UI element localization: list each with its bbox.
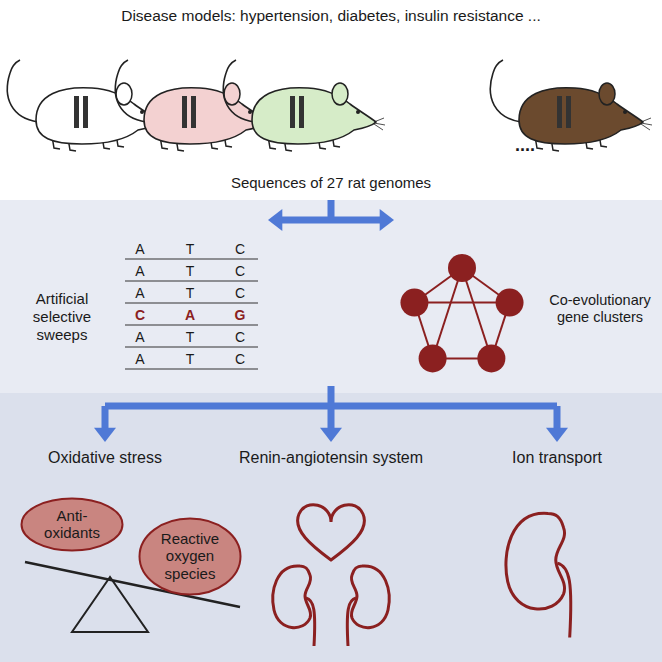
rat-eye xyxy=(356,110,360,114)
network-link xyxy=(414,302,509,304)
ellipse-node: Reactive oxygen species xyxy=(138,517,242,596)
sequence-letter: C xyxy=(230,329,250,346)
section-label: .... xyxy=(505,135,545,157)
section-label: Sequences of 27 rat genomes xyxy=(181,174,481,192)
kidney-outline xyxy=(273,566,315,646)
bottom-band xyxy=(0,393,662,662)
rat-figure xyxy=(7,60,169,151)
rat-eye xyxy=(623,110,627,114)
gene-node xyxy=(419,344,447,372)
kidney-shape xyxy=(506,513,565,609)
arrow-head xyxy=(94,428,116,442)
chromosome-bar xyxy=(74,96,79,128)
top-band xyxy=(0,0,662,200)
sequence-letter: C xyxy=(230,285,250,302)
rat-tail xyxy=(7,60,38,122)
section-label: Co-evolutionary gene clusters xyxy=(540,292,660,327)
title-text: Disease models: hypertension, diabetes, … xyxy=(10,7,652,26)
sequence-letter: T xyxy=(180,263,200,280)
rat-figure xyxy=(115,60,277,151)
rat-tail xyxy=(115,60,146,122)
section-label: Artificial selective sweeps xyxy=(6,290,118,344)
rat-body xyxy=(144,88,268,144)
sequence-letter: T xyxy=(180,241,200,258)
kidney-shape xyxy=(351,566,389,628)
sequence-line xyxy=(125,302,258,303)
sequence-letter: C xyxy=(130,307,150,324)
section-label: Oxidative stress xyxy=(15,448,195,467)
ureter xyxy=(306,598,315,646)
chromosome-bar xyxy=(191,96,196,128)
rat-eye xyxy=(140,110,144,114)
sequence-line xyxy=(125,324,258,325)
flow-arrow xyxy=(282,200,380,220)
section-label: Renin-angiotensin system xyxy=(221,448,441,467)
sequence-letter: G xyxy=(230,307,250,324)
chromosome-bar xyxy=(182,96,187,128)
ellipse-node: Anti-oxidants xyxy=(20,497,124,552)
flow-arrow xyxy=(105,386,557,428)
sequence-letter: T xyxy=(180,285,200,302)
rat-body xyxy=(252,88,376,144)
network-link xyxy=(433,268,462,358)
chromosome-bar xyxy=(83,96,88,128)
rat-tail xyxy=(490,60,521,122)
heart-outline xyxy=(298,505,365,560)
gene-node xyxy=(477,344,505,372)
chromosome-bar xyxy=(566,96,571,128)
network-link xyxy=(462,268,491,358)
ureter xyxy=(347,598,356,646)
gene-node xyxy=(400,289,428,317)
chromosome-bar xyxy=(290,96,295,128)
sequence-letter: A xyxy=(130,329,150,346)
rat-ear xyxy=(116,83,132,105)
kidney-outline xyxy=(506,513,571,637)
sequence-letter: A xyxy=(180,307,200,324)
rat-whiskers xyxy=(374,118,385,130)
sequence-line xyxy=(125,368,258,369)
rat-figure xyxy=(490,60,652,151)
kidney-shape xyxy=(273,566,311,628)
chromosome-bar xyxy=(557,96,562,128)
rat-ear xyxy=(224,83,240,105)
node-text: Reactive oxygen species xyxy=(157,530,223,582)
gene-node xyxy=(496,289,524,317)
sequence-letter: A xyxy=(130,351,150,368)
middle-band xyxy=(0,200,662,393)
ellipse-shape xyxy=(140,518,241,594)
gene-node xyxy=(448,254,476,282)
rat-body xyxy=(519,88,643,144)
chromosome-bar xyxy=(299,96,304,128)
rat-ear xyxy=(599,83,615,105)
sequence-letter: A xyxy=(130,263,150,280)
ureter xyxy=(557,563,571,637)
sequence-letter: C xyxy=(230,263,250,280)
rat-body xyxy=(36,88,160,144)
sequence-line xyxy=(125,258,258,259)
sequence-letter: A xyxy=(130,241,150,258)
kidney-outline xyxy=(347,566,389,646)
arrow-head xyxy=(268,209,282,231)
rat-whiskers xyxy=(641,118,652,130)
sequence-line xyxy=(125,346,258,347)
section-label: Ion transport xyxy=(472,448,642,467)
sequence-line xyxy=(125,280,258,281)
arrow-head xyxy=(546,428,568,442)
arrow-head xyxy=(380,209,394,231)
sequence-letter: C xyxy=(230,241,250,258)
rat-eye xyxy=(248,110,252,114)
node-text: Anti-oxidants xyxy=(39,507,105,542)
sequence-letter: A xyxy=(130,285,150,302)
ellipse-shape xyxy=(22,498,123,550)
sequence-letter: T xyxy=(180,351,200,368)
rat-tail xyxy=(223,60,254,122)
sequence-letter: T xyxy=(180,329,200,346)
rat-figure xyxy=(223,60,385,151)
arrow-head xyxy=(320,428,342,442)
sequence-letter: C xyxy=(230,351,250,368)
rat-ear xyxy=(332,83,348,105)
